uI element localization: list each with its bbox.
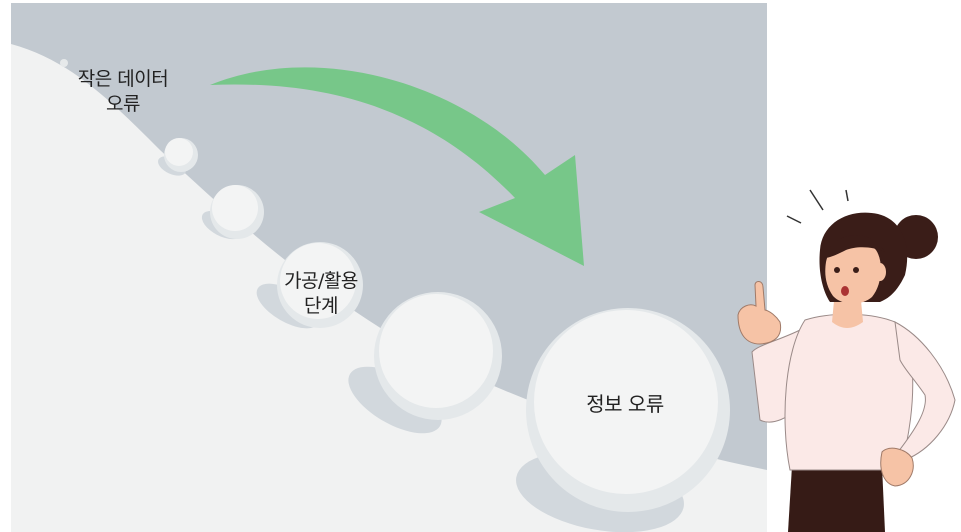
- label-small-data-error-line1: 작은 데이터: [77, 68, 169, 90]
- label-small-data-error: 작은 데이터 오류: [38, 67, 208, 117]
- shirt: [784, 313, 914, 471]
- snowball-tiny: [60, 59, 68, 67]
- snowball-small: [157, 138, 198, 176]
- snow-slope: [11, 44, 767, 532]
- surprise-line: [845, 189, 849, 202]
- snowball-large: [348, 292, 502, 434]
- woman-character: [737, 189, 956, 532]
- label-small-data-error-line2: 오류: [106, 93, 140, 115]
- snowball-processing: [256, 242, 363, 329]
- pointing-hand: [737, 281, 782, 345]
- label-processing-stage-line2: 단계: [304, 295, 338, 317]
- snowball-huge: [516, 308, 730, 532]
- label-information-error: 정보 오류: [540, 392, 710, 417]
- ear: [874, 263, 886, 281]
- surprise-line: [786, 215, 802, 224]
- green-curved-arrow-icon: [210, 67, 584, 266]
- label-information-error-text: 정보 오류: [586, 392, 664, 416]
- eye: [834, 267, 840, 273]
- eye: [853, 267, 859, 273]
- label-processing-stage-line1: 가공/활용: [284, 270, 358, 292]
- hip-hand: [880, 447, 914, 487]
- bangs: [824, 235, 885, 258]
- surprise-line: [809, 189, 824, 211]
- face: [825, 240, 881, 304]
- snowball-medium: [201, 185, 264, 240]
- pants: [788, 466, 885, 532]
- label-processing-stage: 가공/활용 단계: [246, 269, 396, 319]
- surprised-mouth: [841, 286, 849, 296]
